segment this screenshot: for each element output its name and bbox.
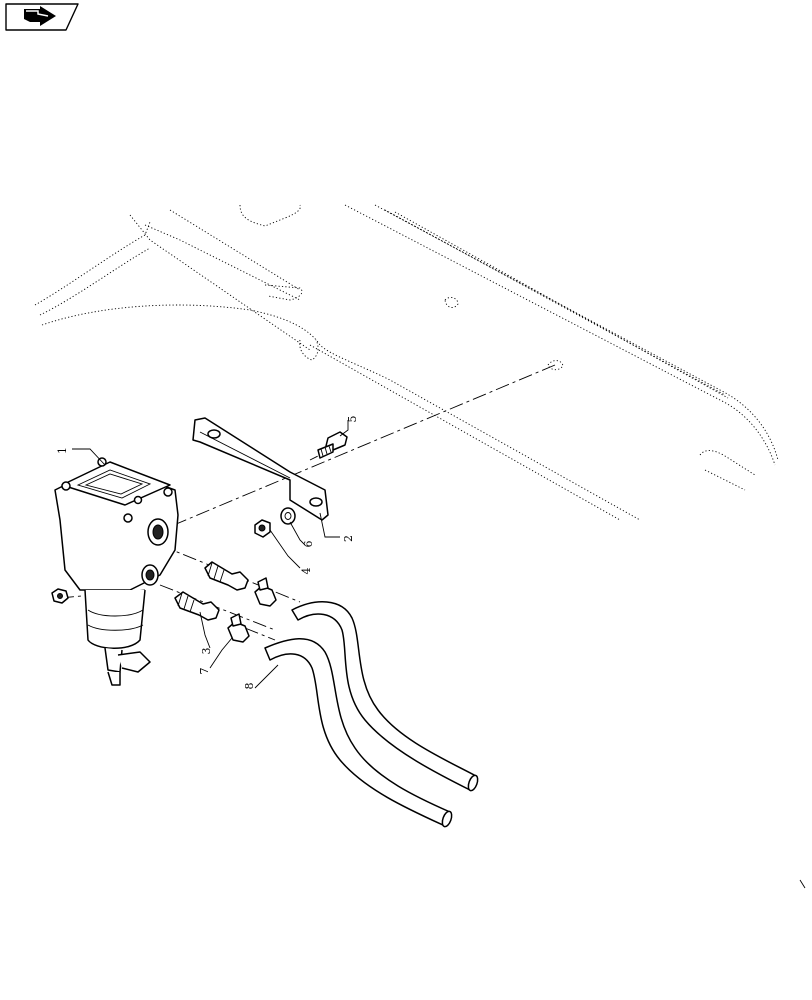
frame-outline: [34, 204, 806, 889]
fitting-lower: [174, 591, 220, 621]
callout-6: 6: [302, 541, 315, 548]
mounting-bracket: [192, 417, 329, 521]
fuel-hose-lower: [264, 638, 453, 828]
forward-arrow-icon[interactable]: [5, 3, 79, 31]
nut-left: [51, 588, 69, 604]
washer: [280, 507, 296, 525]
bolt: [317, 431, 348, 459]
hose-clamp-lower: [227, 613, 250, 643]
callout-1: 1: [56, 447, 69, 454]
callout-7: 7: [198, 668, 211, 675]
callout-3: 3: [200, 648, 213, 655]
nut: [254, 519, 271, 538]
callout-4: 4: [300, 568, 313, 575]
callout-2: 2: [342, 535, 355, 542]
callout-5: 5: [346, 416, 359, 423]
fitting-upper: [204, 561, 249, 591]
fuel-filter-assembly: [54, 457, 179, 686]
callout-8: 8: [243, 683, 256, 690]
fuel-hose-upper: [291, 601, 479, 792]
callout-leaders: [72, 420, 349, 689]
hose-clamp-upper: [254, 577, 277, 607]
